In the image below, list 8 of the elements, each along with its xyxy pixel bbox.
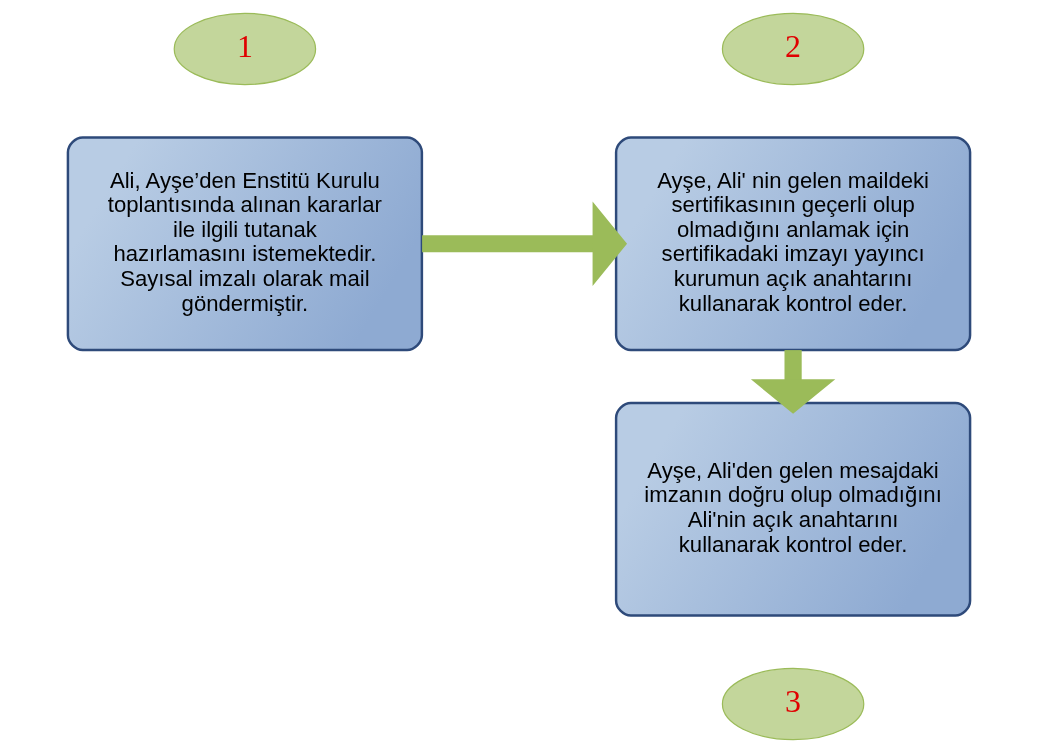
node-ellipse: 1 (173, 12, 316, 86)
node-ellipse: 2 (721, 12, 864, 86)
arrow (421, 201, 627, 286)
node-box: Ayşe, Ali'den gelen mesajdaki imzanın doğru olup olmadığını Ali'nin açık anahtarını kullanarak kontrol eder. (614, 401, 971, 617)
arrow (750, 350, 835, 414)
node-box: Ayşe, Ali' nin gelen maildeki sertifikasının geçerli olup olmadığını anlamak için sertifikadaki imzayı yayıncı kurumun açık anahtarını kullanarak kontrol eder. (614, 136, 971, 352)
node-box: Ali, Ayşe’den Enstitü Kurulu toplantısında alınan kararlar ile ilgili tutanak hazırlamasını istemektedir. Sayısal imzalı olarak mail göndermiştir. (66, 136, 423, 352)
node-ellipse: 3 (721, 667, 864, 741)
